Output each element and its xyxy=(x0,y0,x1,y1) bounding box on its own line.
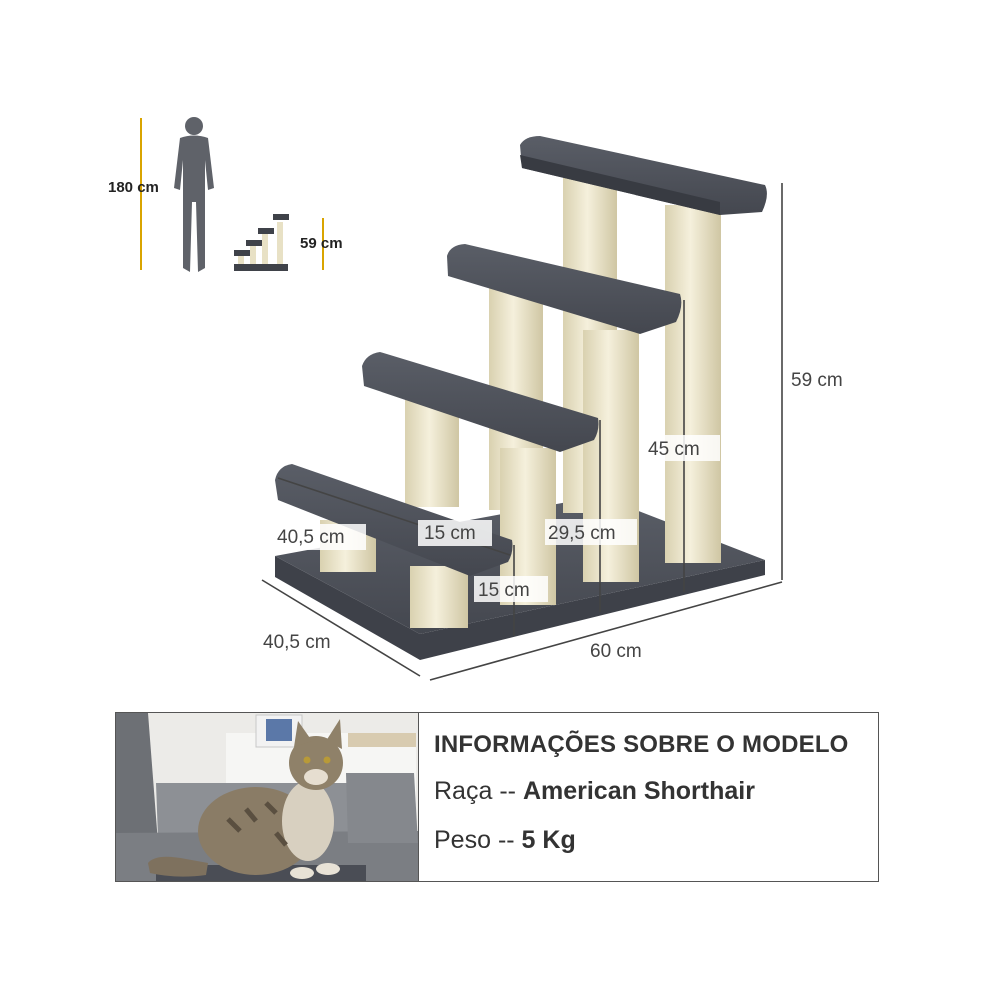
model-info-text: INFORMAÇÕES SOBRE O MODELO Raça -- Ameri… xyxy=(434,731,874,875)
cat-photo xyxy=(116,713,419,881)
step-1 xyxy=(275,464,513,576)
weight-value: 5 Kg xyxy=(521,826,576,854)
breed-value: American Shorthair xyxy=(522,777,755,805)
base-width-label: 60 cm xyxy=(590,641,642,662)
breed-line: Raça -- American Shorthair xyxy=(434,777,874,806)
weight-separator: -- xyxy=(497,826,515,854)
post-top-front xyxy=(665,205,721,563)
second-post-height-label: 15 cm xyxy=(478,580,530,601)
model-info-box: INFORMAÇÕES SOBRE O MODELO Raça -- Ameri… xyxy=(115,712,879,882)
step-4 xyxy=(520,136,767,215)
mini-stairs-icon xyxy=(234,214,289,271)
product-height-label: 59 cm xyxy=(300,235,343,252)
person-height-label: 180 cm xyxy=(108,179,159,196)
base-depth-label: 40,5 cm xyxy=(263,632,331,653)
total-height-label: 59 cm xyxy=(791,370,843,391)
weight-label: Peso xyxy=(434,826,491,854)
model-info-title: INFORMAÇÕES SOBRE O MODELO xyxy=(434,731,849,758)
step-2 xyxy=(362,352,599,452)
step-width-label: 15 cm xyxy=(424,523,476,544)
cat-icon xyxy=(148,719,343,879)
breed-label: Raça xyxy=(434,777,493,805)
step-depth-label: 40,5 cm xyxy=(277,527,345,548)
post-second-back xyxy=(405,397,459,507)
weight-line: Peso -- 5 Kg xyxy=(434,826,874,855)
scale-reference: 180 cm 59 cm xyxy=(108,117,343,272)
third-post-height-label: 29,5 cm xyxy=(548,523,616,544)
base-side xyxy=(275,556,765,660)
person-silhouette-icon xyxy=(174,117,214,272)
cat-on-armchair-image xyxy=(116,713,418,881)
step-3 xyxy=(447,244,682,334)
post-first-front xyxy=(410,566,468,628)
breed-separator: -- xyxy=(499,777,516,805)
back-post-height-label: 45 cm xyxy=(648,439,700,460)
